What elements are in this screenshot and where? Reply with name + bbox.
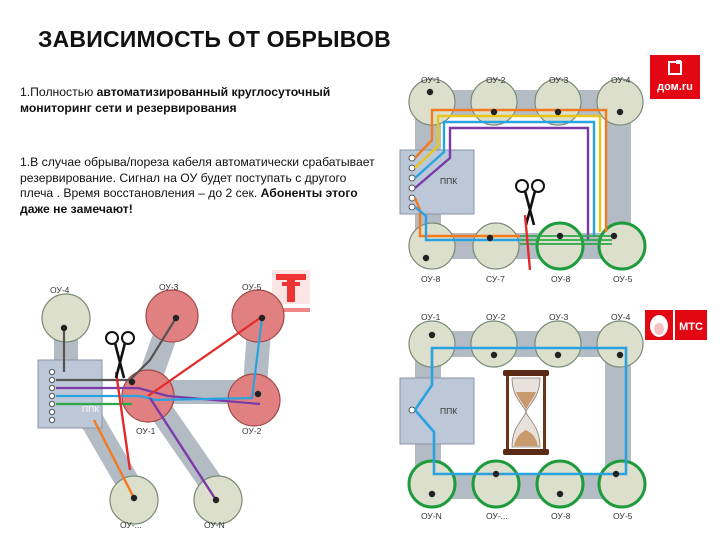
- label-top-2: ОУ-2: [486, 75, 506, 85]
- ring-diagram-top: ППК ОУ-1 ОУ-2 ОУ-3 ОУ-4 ОУ-8 СУ-7 ОУ-8: [399, 75, 647, 284]
- node-ou2-top: [470, 78, 518, 126]
- label-left-oux: ОУ-...: [120, 520, 142, 530]
- label-bottom-4: ОУ-5: [613, 274, 633, 284]
- label-left-ou2: ОУ-2: [242, 426, 262, 436]
- point-2-bold: Абоненты этого даже не замечают!: [20, 186, 358, 216]
- scissors-icon-top: [515, 179, 545, 226]
- ppk-label-bottom: ППК: [440, 406, 457, 416]
- node-ou5-top: [597, 221, 647, 271]
- label-bottom-2: СУ-7: [486, 274, 505, 284]
- svg-text:ОУ-3: ОУ-3: [549, 312, 569, 322]
- label-left-ou1: ОУ-1: [136, 426, 156, 436]
- dom-ru-logo: дом.ru: [650, 55, 700, 99]
- label-bottom-3: ОУ-8: [551, 274, 571, 284]
- hourglass-icon: [503, 370, 549, 455]
- label-top-4: ОУ-4: [611, 75, 631, 85]
- node-left-ou3: [145, 289, 199, 343]
- label-left-ou4: ОУ-4: [50, 285, 70, 295]
- page-title: ЗАВИСИМОСТЬ ОТ ОБРЫВОВ: [38, 26, 391, 52]
- tree-diagram-left: ППК ОУ-4 ОУ-3 ОУ-5 ОУ-1 ОУ-2 ОУ-... ОУ: [37, 282, 285, 530]
- node-su7-top: [472, 222, 520, 270]
- dom-ru-logo-text: дом.ru: [657, 81, 693, 93]
- ppk-label-left: ППК: [82, 404, 99, 414]
- scissors-icon-left: [105, 331, 135, 379]
- point-2: 1.В случае обрыва/пореза кабеля автомати…: [20, 155, 380, 217]
- mts-logo-text: МТС: [679, 321, 703, 333]
- label-bottom-1: ОУ-8: [421, 274, 441, 284]
- label-left-oun: ОУ-N: [204, 520, 225, 530]
- svg-text:ОУ-5: ОУ-5: [613, 511, 633, 521]
- svg-text:ОУ-1: ОУ-1: [421, 312, 441, 322]
- node-left-ou4: [41, 293, 91, 343]
- label-left-ou5: ОУ-5: [242, 282, 262, 292]
- svg-text:ОУ-...: ОУ-...: [486, 511, 508, 521]
- point-2-text: В случае обрыва/пореза кабеля автоматиче…: [20, 155, 375, 200]
- label-top-3: ОУ-3: [549, 75, 569, 85]
- mts-logo: МТС: [645, 310, 707, 340]
- svg-text:ОУ-8: ОУ-8: [551, 511, 571, 521]
- svg-text:ОУ-2: ОУ-2: [486, 312, 506, 322]
- label-left-ou3: ОУ-3: [159, 282, 179, 292]
- node-left-ou5: [231, 289, 285, 343]
- label-top-1: ОУ-1: [421, 75, 441, 85]
- point-2-number: 1.: [20, 155, 31, 169]
- rostelecom-logo: [272, 270, 310, 312]
- node-ou3-top: [534, 78, 582, 126]
- node-ou4-top: [596, 78, 644, 126]
- point-1-text: Полностью: [30, 85, 97, 99]
- ppk-label-top: ППК: [440, 176, 457, 186]
- ppk-box-left: [37, 359, 103, 429]
- point-1: 1.Полностью автоматизированный круглосут…: [20, 85, 380, 116]
- point-1-bold: автоматизированный круглосуточный монито…: [20, 85, 331, 115]
- node-ou8b-top: [535, 221, 585, 271]
- svg-text:ОУ-N: ОУ-N: [421, 511, 442, 521]
- node-ou8-top: [408, 222, 456, 270]
- svg-text:ОУ-4: ОУ-4: [611, 312, 631, 322]
- point-1-number: 1.: [20, 85, 31, 99]
- ring-diagram-bottom: ППК ОУ-1 ОУ-2 ОУ-3 ОУ-4 ОУ-N ОУ-... ОУ-8…: [399, 312, 647, 521]
